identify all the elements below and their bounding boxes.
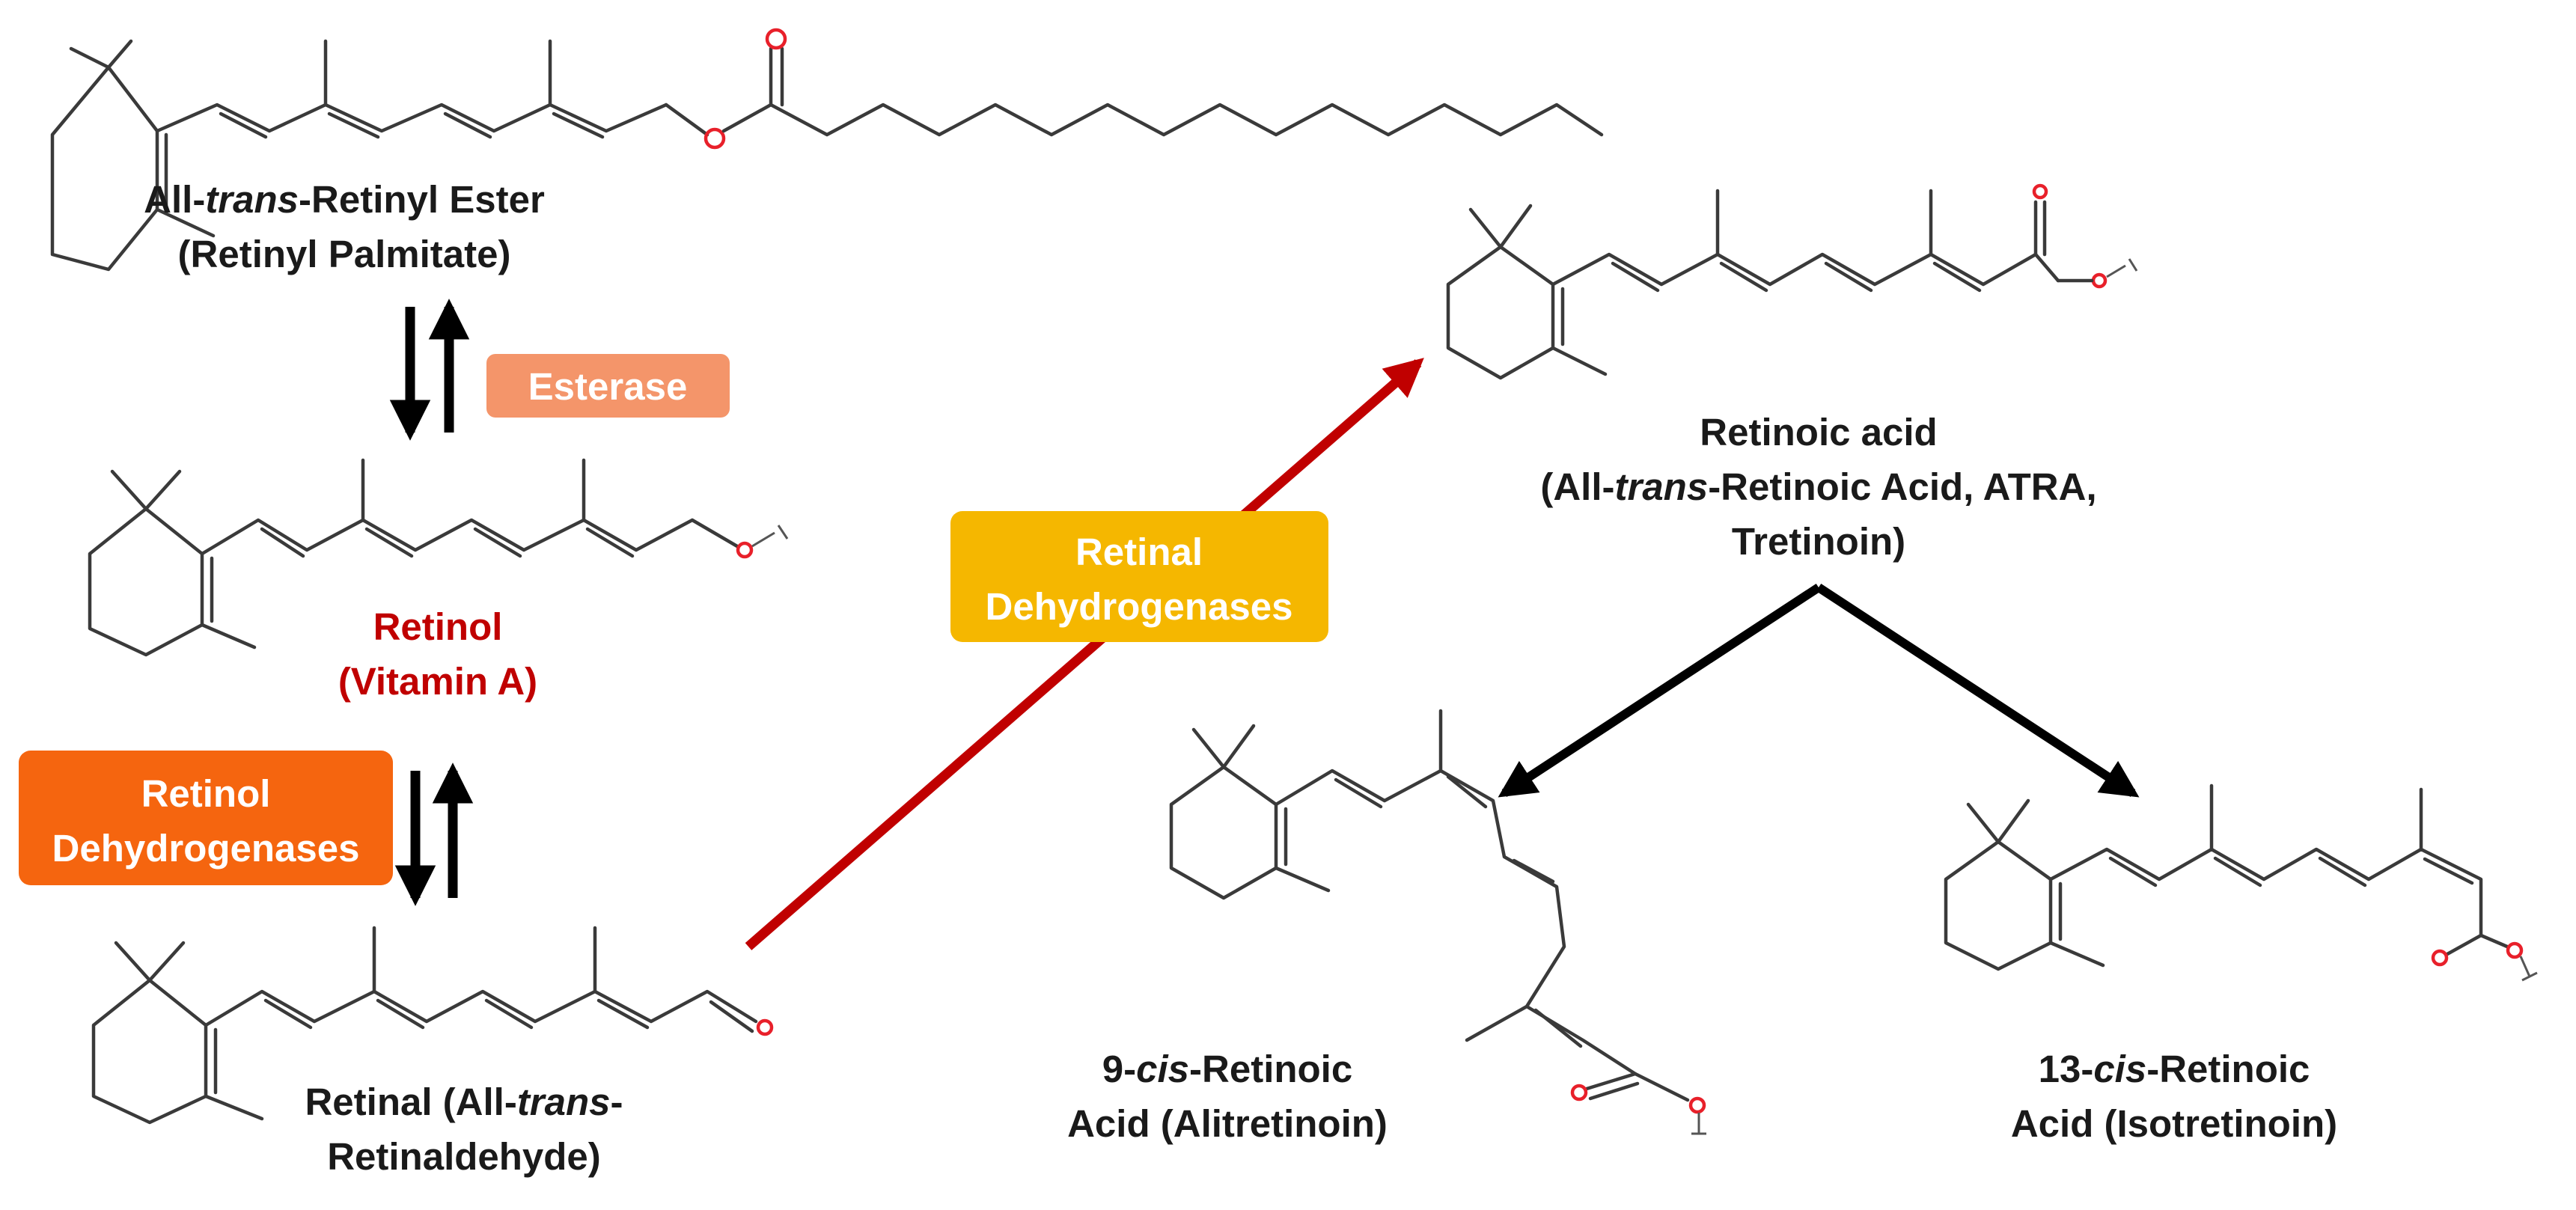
retinal-dehydrogenases-box bbox=[950, 511, 1328, 642]
retinal-label-line2: Retinaldehyde) bbox=[327, 1135, 601, 1178]
retinol-structure bbox=[88, 458, 789, 657]
retinyl-ester-label-line2: (Retinyl Palmitate) bbox=[178, 233, 511, 275]
retinol-dehydrogenases-label-line2: Dehydrogenases bbox=[52, 827, 360, 870]
retinoic-acid-structure bbox=[1446, 183, 2138, 380]
retinal-dehydrogenases-label-line1: Retinal bbox=[1075, 531, 1203, 573]
retinal-structure bbox=[91, 926, 774, 1125]
isomerization-arrow-icon bbox=[1498, 583, 1822, 798]
nine-cis-label-line2: Acid (Alitretinoin) bbox=[1067, 1102, 1388, 1145]
oxidation-arrow-icon bbox=[745, 358, 1424, 950]
retinol-dehydrogenases-label-line1: Retinol bbox=[141, 772, 271, 815]
retinol-label-line1: Retinol bbox=[373, 605, 503, 648]
retinal-label-line1: Retinal (All-trans- bbox=[305, 1081, 623, 1123]
retinol-dehydrogenases-box bbox=[19, 751, 393, 885]
retinoic-acid-label-line1: Retinoic acid bbox=[1700, 411, 1937, 453]
esterase-box bbox=[486, 354, 730, 418]
retinol-label-line2: (Vitamin A) bbox=[338, 660, 537, 703]
thirteen-cis-label-line2: Acid (Isotretinoin) bbox=[2011, 1102, 2337, 1145]
esterase-label: Esterase bbox=[528, 365, 688, 408]
thirteen-cis-label-line1: 13-cis-Retinoic bbox=[2039, 1048, 2310, 1090]
nine-cis-label-line1: 9-cis-Retinoic bbox=[1102, 1048, 1352, 1090]
retinyl-ester-structure bbox=[50, 28, 1604, 272]
retinyl-ester-label-line1: All-trans-Retinyl Ester bbox=[144, 178, 545, 221]
retinoic-acid-label-line3: Tretinoin) bbox=[1732, 520, 1905, 563]
isomerization-arrow-icon bbox=[1816, 583, 2140, 798]
thirteen-cis-retinoic-acid-structure bbox=[1944, 783, 2538, 982]
nine-cis-retinoic-acid-structure bbox=[1169, 709, 1706, 1135]
retinoic-acid-label-line2: (All-trans-Retinoic Acid, ATRA, bbox=[1540, 465, 2096, 508]
retinal-dehydrogenases-label-line2: Dehydrogenases bbox=[986, 585, 1293, 628]
